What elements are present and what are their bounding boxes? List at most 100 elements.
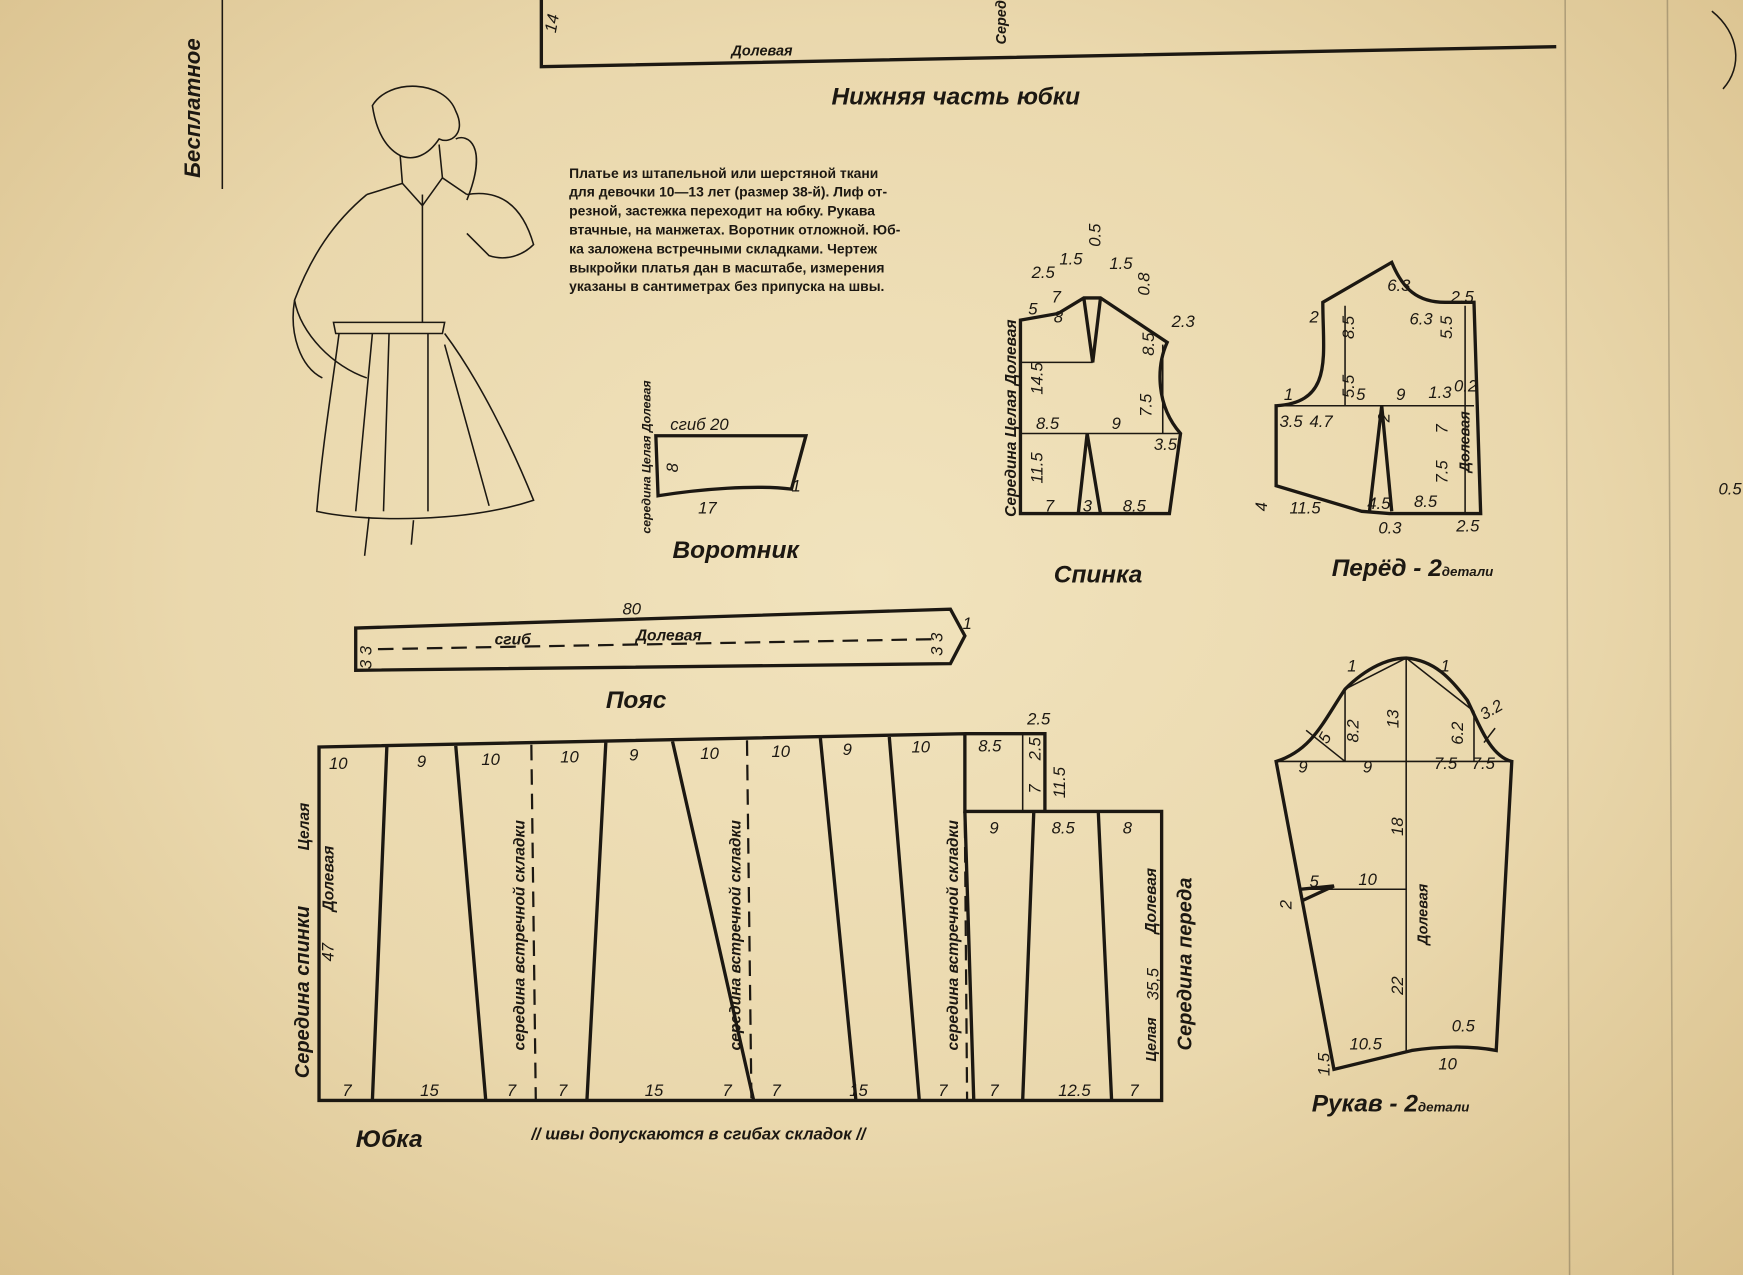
dim-label: 10	[771, 742, 790, 761]
dim-label: 5	[1314, 729, 1335, 747]
dim-label: 6.2	[1448, 721, 1467, 745]
dim-label: 1.3	[1428, 383, 1452, 402]
dim-label: 5	[1028, 300, 1038, 319]
dim-label: 6.3	[1387, 276, 1411, 295]
dim-label: 7	[1025, 784, 1044, 794]
dim-label: 3.2	[1476, 695, 1506, 723]
dim-label: 1.5	[1059, 250, 1083, 269]
dim-label: 1	[1347, 656, 1356, 675]
dim-label: 18	[1388, 817, 1407, 836]
dim-label: 2.5	[1025, 736, 1044, 761]
dim-label: 22	[1388, 976, 1407, 996]
sleeve-title-suffix: детали	[1418, 1100, 1470, 1115]
collar-tip: 1	[791, 476, 800, 495]
dim-label: 3	[1083, 496, 1093, 515]
front-bodice-piece: 6.3 2.5 2 8.5 6.3 5.5 5.5 1 5 9 1.3 0.2 …	[1252, 259, 1494, 582]
front-grain: Долевая	[1458, 411, 1474, 475]
dim-label: 5.5	[1339, 374, 1358, 398]
dim-label: 9	[989, 819, 998, 838]
description-line: ка заложена встречными складками. Чертеж	[569, 240, 877, 256]
dim-label: 9	[843, 740, 852, 759]
back-side-label: Середина Целая Долевая	[1003, 319, 1020, 516]
front-title-suffix: детали	[1442, 564, 1494, 579]
dim-label: 0.5	[1452, 1017, 1476, 1036]
dim-label: 2	[1375, 412, 1394, 423]
dim-label: 2.5	[1031, 263, 1056, 282]
skirt-back-center: Середина спинки	[292, 906, 314, 1078]
back-title: Спинка	[1054, 561, 1143, 588]
dim-label: 8.5	[1036, 414, 1060, 433]
dim-label: 12.5	[1058, 1081, 1091, 1100]
dim-label: 9	[629, 745, 638, 764]
dim-label: 7	[938, 1081, 948, 1100]
skirt-title: Юбка	[356, 1126, 423, 1153]
dim-label: 7	[507, 1081, 517, 1100]
paper-fold	[1564, 0, 1674, 1275]
girl-illustration	[292, 85, 535, 556]
dim-label: 10	[481, 750, 500, 769]
edge-mark: 0.5	[1719, 480, 1743, 499]
skirt-back-whole: Целая	[296, 803, 313, 851]
dim-label: 7	[342, 1081, 352, 1100]
dim-label: 5.5	[1437, 315, 1456, 339]
dim-label: 7	[1045, 496, 1055, 515]
back-bodice-piece: Середина Целая Долевая 2.5 7 1.5 1.5 0.5…	[1003, 223, 1196, 589]
skirt-front-center: Середина переда	[1175, 878, 1197, 1051]
sleeve-piece: 1 1 5 8.2 13 6.2 3.2 9 9 7.5 7.5 18 5 10…	[1274, 656, 1514, 1118]
dim-label: 13	[1383, 709, 1402, 728]
dim-label: 7.5	[1432, 460, 1451, 484]
dim-label: 0.8	[1134, 272, 1153, 296]
dim-label: 2.3	[1171, 312, 1196, 331]
dim-label: 9	[1112, 414, 1121, 433]
dim-label: 10.5	[1349, 1034, 1382, 1053]
dim-label: 11.5	[1050, 766, 1069, 798]
lower-skirt-piece: 14 Долевая Середина переда Нижняя часть …	[539, 0, 1557, 110]
dim-label: 9	[1298, 758, 1307, 777]
skirt-back-length: 47	[318, 942, 337, 961]
front-title-text: Перёд - 2	[1332, 555, 1443, 582]
dim-label: 5	[1356, 385, 1366, 404]
description-line: для девочки 10—13 лет (размер 38-й). Лиф…	[569, 184, 887, 200]
dim-label: 14.5	[1028, 361, 1047, 394]
dim-label: 7	[1432, 424, 1451, 434]
belt-end-left: 3 3	[356, 645, 375, 669]
description-line: Платье из штапельной или шерстяной ткани	[569, 165, 878, 181]
dim-label: 8.5	[1414, 492, 1438, 511]
description: Платье из штапельной или шерстяной ткани…	[569, 165, 901, 294]
dim-label: 2.5	[1455, 516, 1480, 535]
dim-label: 8.5	[1123, 496, 1147, 515]
pleat-center-label: середина встречной складки	[945, 820, 962, 1051]
dim-label: 7	[1052, 287, 1062, 306]
dim-label: 10	[1358, 870, 1377, 889]
dim-label: 7.5	[1434, 754, 1458, 773]
belt-end-right: 3 3	[928, 632, 947, 656]
collar-fold: сгиб 20	[670, 415, 729, 434]
skirt-front-length: 35,5	[1143, 967, 1162, 1000]
dim-label: 15	[420, 1081, 439, 1100]
skirt-front-grain: Долевая	[1143, 868, 1160, 936]
sleeve-title-text: Рукав - 2	[1312, 1091, 1419, 1118]
dim-label: 8	[1123, 819, 1133, 838]
belt-length: 80	[623, 600, 642, 619]
dim-label: 7.5	[1472, 754, 1496, 773]
dim-label: 0.5	[1085, 223, 1104, 247]
dim-label: 6.3	[1410, 310, 1434, 329]
top-num: 14	[541, 12, 563, 34]
dim-label: 8.5	[1339, 315, 1358, 339]
dim-label: 10	[700, 744, 719, 763]
dim-label: 15	[849, 1081, 868, 1100]
dim-label: 2.5	[1026, 710, 1051, 729]
skirt-back-grain: Долевая	[320, 846, 337, 914]
belt-fold: сгиб	[495, 632, 531, 649]
belt-piece: 80 3 3 3 3 сгиб Долевая 1 Пояс	[354, 600, 972, 714]
dim-label: 9	[1363, 758, 1372, 777]
dim-label: 7	[989, 1081, 999, 1100]
dim-label: 5	[1309, 872, 1319, 891]
dim-label: 7	[558, 1081, 568, 1100]
dim-label: 2	[1308, 307, 1319, 326]
dim-label: 4.5	[1367, 494, 1391, 513]
dim-label: 8.2	[1343, 719, 1362, 743]
collar-side: середина Целая Долевая	[639, 380, 653, 533]
side-title: Бесплатное	[180, 38, 205, 178]
